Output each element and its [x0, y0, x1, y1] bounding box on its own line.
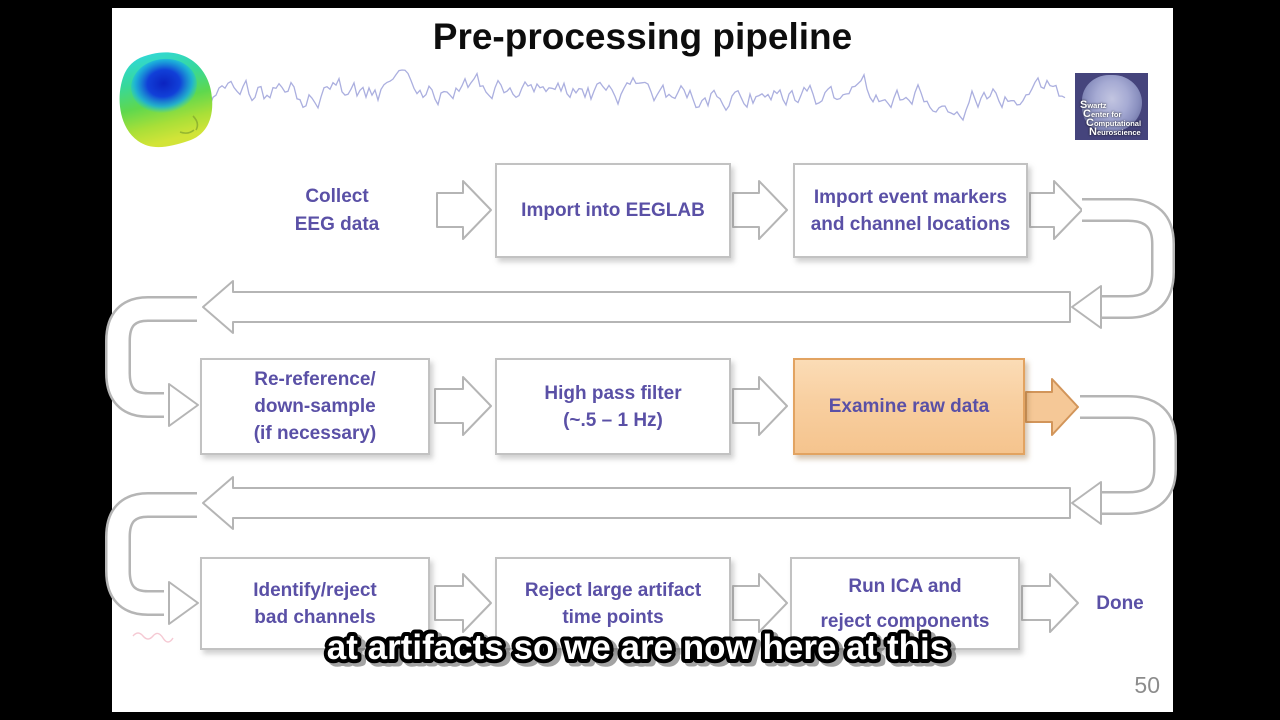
loop-right-2 [1071, 395, 1177, 525]
logo-text: Swartz Center for Computational Neurosci… [1080, 99, 1142, 138]
page-number: 50 [1134, 672, 1160, 698]
loop-left-2 [105, 492, 199, 625]
arrow-rereference-to-filter [434, 376, 492, 436]
return-arrow-1 [202, 280, 1071, 334]
node-examine-raw-data: Examine raw data [793, 358, 1025, 455]
pink-squiggle-decoration [132, 632, 174, 643]
sccn-logo: Swartz Center for Computational Neurosci… [1075, 73, 1148, 140]
node-done: Done [1096, 593, 1144, 614]
node-re-reference-down-sample: Re-reference/down-sample(if necessary) [200, 358, 430, 455]
logo-brain-image [1082, 75, 1142, 132]
arrow-identify-to-reject [434, 573, 492, 633]
arrow-import-to-markers [732, 180, 788, 240]
node-high-pass-filter: High pass filter(~.5 – 1 Hz) [495, 358, 731, 455]
logo-text-line: Neuroscience [1089, 126, 1141, 138]
loop-left-1 [105, 296, 199, 427]
caption-shadow: at artifacts so we are now here at this [331, 631, 953, 670]
logo-text-line: Computational [1086, 117, 1142, 129]
node-import-into-eeglab: Import into EEGLAB [495, 163, 731, 258]
arrow-ica-to-done [1021, 573, 1079, 633]
scalp-map-image [119, 52, 213, 148]
arrow-reject-to-ica [732, 573, 788, 633]
logo-text-line: Center for [1083, 108, 1122, 120]
slide-title: Pre-processing pipeline [432, 16, 853, 57]
arrow-filter-to-examine [732, 376, 788, 436]
loop-right-1 [1071, 198, 1175, 329]
arrow-collect-to-import [436, 180, 492, 240]
return-arrow-2 [202, 476, 1071, 530]
arrow-markers-to-loop [1029, 180, 1083, 240]
caption-text: at artifacts so we are now here at this [327, 628, 949, 667]
arrow-examine-to-loop [1025, 378, 1079, 436]
logo-text-line: Swartz [1080, 99, 1107, 111]
eeg-trace-image [149, 69, 1066, 122]
